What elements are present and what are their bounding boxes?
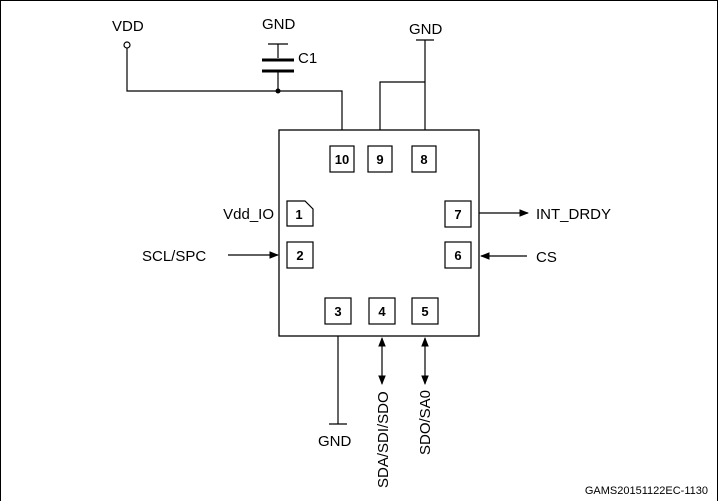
svg-text:10: 10 bbox=[335, 152, 349, 167]
vdd-io-label: Vdd_IO bbox=[223, 206, 274, 223]
pin-4: 4 bbox=[368, 297, 396, 325]
gnd-top-label: GND bbox=[409, 21, 443, 38]
vdd-label: VDD bbox=[112, 18, 144, 35]
scl-spc-label: SCL/SPC bbox=[142, 248, 206, 265]
svg-text:3: 3 bbox=[334, 304, 341, 319]
svg-text:8: 8 bbox=[420, 152, 427, 167]
svg-text:9: 9 bbox=[376, 152, 383, 167]
pin-8: 8 bbox=[411, 145, 437, 173]
svg-text:4: 4 bbox=[378, 304, 386, 319]
pin-6: 6 bbox=[444, 241, 472, 269]
c1-label: C1 bbox=[298, 50, 317, 67]
sda-sdi-sdo-label: SDA/SDI/SDO bbox=[375, 391, 392, 488]
gnd-cap-label: GND bbox=[262, 16, 296, 33]
pin-2: 2 bbox=[286, 241, 314, 269]
pin-9: 9 bbox=[367, 145, 393, 173]
pin-1: 1 bbox=[286, 200, 314, 227]
pin-3: 3 bbox=[324, 297, 352, 325]
gnd-top-symbol bbox=[379, 39, 434, 130]
svg-text:5: 5 bbox=[421, 304, 428, 319]
pin-7: 7 bbox=[444, 200, 472, 228]
svg-text:2: 2 bbox=[296, 248, 303, 263]
capacitor-c1 bbox=[262, 43, 294, 94]
svg-text:7: 7 bbox=[454, 207, 461, 222]
int-drdy-label: INT_DRDY bbox=[536, 206, 611, 223]
pin-10: 10 bbox=[329, 145, 355, 173]
cs-label: CS bbox=[536, 249, 557, 266]
figure-code: GAMS20151122EC-1130 bbox=[585, 485, 708, 497]
ic-body bbox=[278, 129, 480, 337]
gnd-bottom-symbol bbox=[329, 336, 347, 425]
gnd-bottom-label: GND bbox=[318, 433, 352, 450]
vdd-terminal bbox=[123, 41, 343, 130]
svg-text:6: 6 bbox=[454, 248, 461, 263]
pin-5: 5 bbox=[411, 297, 439, 325]
sdo-sa0-label: SDO/SA0 bbox=[417, 390, 434, 455]
svg-text:1: 1 bbox=[295, 207, 302, 222]
